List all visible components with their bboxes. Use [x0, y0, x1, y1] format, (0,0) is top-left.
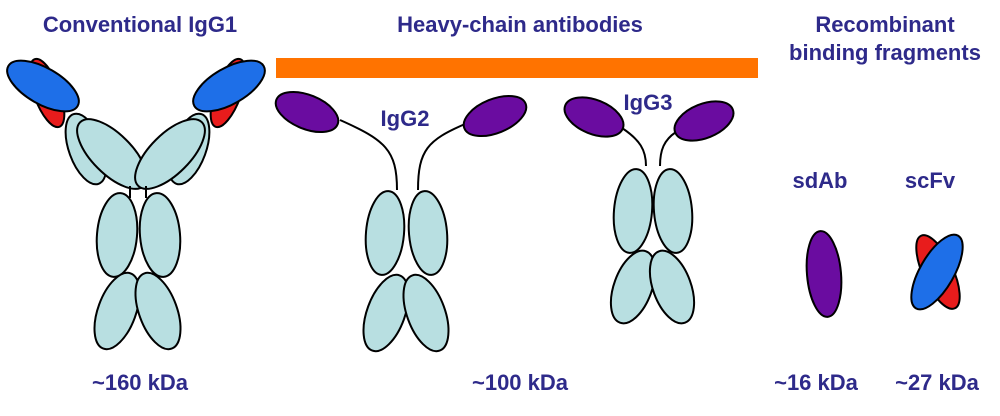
igg3-vhh-right: [673, 100, 735, 142]
igg1-heavy-constant-right: [134, 118, 206, 190]
heavy-chain-mass: ~100 kDa: [472, 370, 569, 395]
igg2-ch2-right: [407, 190, 449, 276]
igg2-vhh-right: [462, 94, 528, 138]
igg1-mass: ~160 kDa: [92, 370, 189, 395]
igg3-ch2-right: [652, 168, 694, 254]
recombinant-title-line2: binding fragments: [789, 40, 981, 65]
scfv-mass: ~27 kDa: [895, 370, 980, 395]
sdab-label: sdAb: [793, 168, 848, 193]
sdab-mass: ~16 kDa: [774, 370, 859, 395]
igg1-ch2-left: [95, 192, 139, 278]
igg2-antibody: [274, 90, 528, 353]
igg2-linker-right: [417, 123, 466, 191]
igg3-linker-left: [621, 127, 647, 167]
igg3-linker-right: [659, 131, 677, 167]
igg2-ch3-right: [402, 273, 450, 353]
igg2-ch2-left: [364, 190, 406, 276]
igg3-label: IgG3: [624, 90, 673, 115]
igg1-hinge: [129, 186, 147, 198]
igg1-antibody: [6, 57, 266, 351]
igg2-vhh-left: [274, 90, 340, 134]
igg3-vhh-left: [563, 96, 625, 138]
igg1-ch3-right: [134, 271, 182, 351]
igg3-ch3-right: [648, 249, 696, 325]
igg2-label: IgG2: [381, 106, 430, 131]
recombinant-title-line1: Recombinant: [815, 12, 955, 37]
igg2-linker-left: [339, 119, 398, 191]
igg1-ch2-right: [138, 192, 182, 278]
scfv-fragment: [910, 233, 964, 311]
igg1-heavy-variable-right: [192, 59, 266, 113]
igg3-ch2-left: [612, 168, 654, 254]
heavy-chain-bar: [276, 58, 758, 78]
heavy-chain-title: Heavy-chain antibodies: [397, 12, 643, 37]
igg1-heavy-variable-left: [6, 59, 80, 113]
igg3-ch3-left: [609, 249, 657, 325]
sdab-domain: [805, 230, 843, 318]
igg3-antibody: [563, 96, 735, 325]
scfv-label: scFv: [905, 168, 956, 193]
scfv-heavy-variable: [910, 233, 964, 311]
conventional-igg1-title: Conventional IgG1: [43, 12, 237, 37]
igg1-ch3-left: [93, 271, 141, 351]
igg2-ch3-left: [362, 273, 410, 353]
